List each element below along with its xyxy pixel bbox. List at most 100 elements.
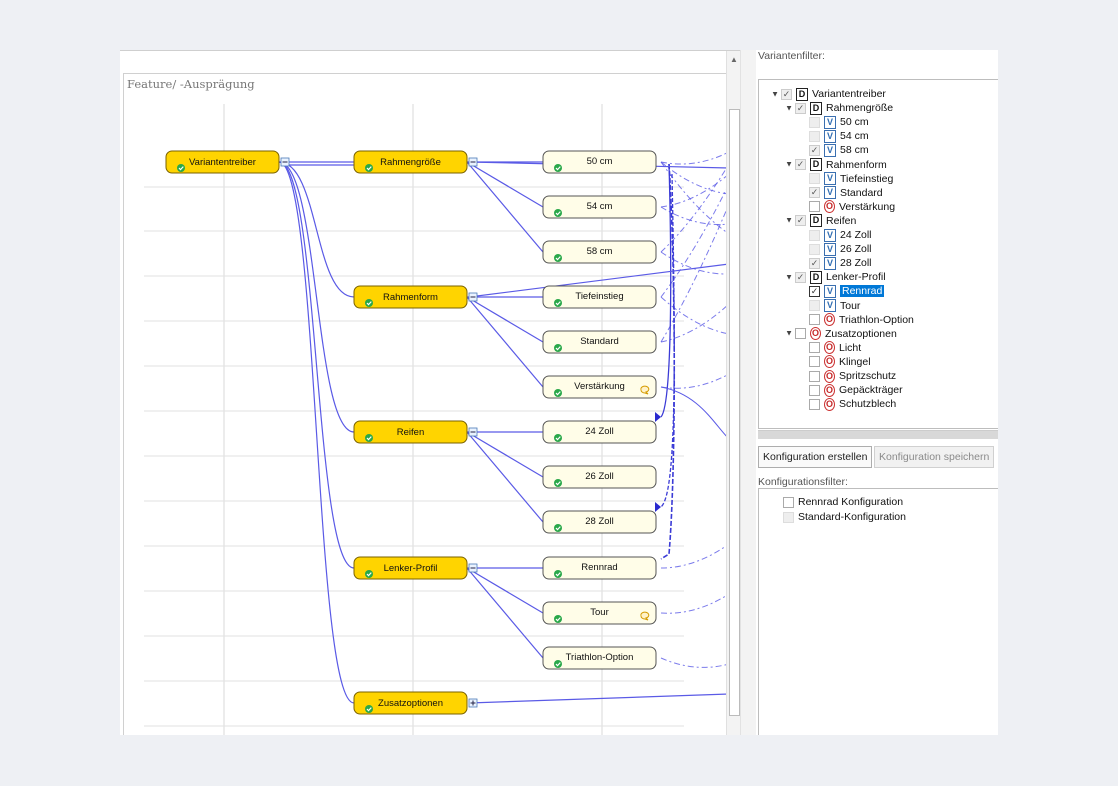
tree-checkbox[interactable]: ✓ bbox=[809, 285, 820, 297]
tree-checkbox[interactable] bbox=[809, 130, 820, 142]
tree-checkbox[interactable]: ✓ bbox=[795, 102, 806, 114]
create-configuration-button[interactable]: Konfiguration erstellen bbox=[758, 446, 873, 468]
driver-type-icon: D bbox=[810, 214, 822, 228]
tree-checkbox[interactable] bbox=[809, 314, 820, 326]
tree-checkbox[interactable]: ✓ bbox=[795, 271, 806, 283]
value-node-triathlon bbox=[542, 646, 657, 670]
tree-checkbox[interactable] bbox=[809, 342, 820, 354]
configuration-checkbox[interactable] bbox=[783, 511, 794, 523]
tree-item[interactable]: O Klingel bbox=[797, 355, 871, 369]
value-label-verstaerkung: Verstärkung bbox=[574, 381, 625, 392]
tree-checkbox[interactable]: ✓ bbox=[795, 159, 806, 170]
tree-item[interactable]: ▲✓ D Reifen bbox=[783, 214, 856, 228]
tree-checkbox[interactable] bbox=[809, 173, 820, 185]
tree-checkbox[interactable]: ✓ bbox=[809, 257, 820, 269]
constraint-edge bbox=[660, 303, 729, 343]
edge-standard bbox=[466, 296, 544, 343]
check-icon bbox=[365, 299, 373, 307]
tree-checkbox[interactable] bbox=[809, 243, 820, 255]
option-type-icon: O bbox=[824, 397, 835, 411]
option-type-icon: O bbox=[824, 355, 835, 369]
tree-checkbox[interactable] bbox=[809, 398, 820, 410]
scrollbar-thumb[interactable] bbox=[729, 109, 740, 716]
tree-item-label: Klingel bbox=[839, 355, 871, 368]
tree-item-label: 54 cm bbox=[840, 130, 869, 143]
edge-root-rahmenform bbox=[278, 161, 355, 298]
tree-checkbox[interactable] bbox=[809, 300, 820, 311]
check-mark bbox=[555, 256, 561, 261]
scroll-up-arrow-icon[interactable]: ▲ bbox=[730, 55, 738, 64]
tree-checkbox[interactable] bbox=[809, 356, 820, 368]
tree-checkbox[interactable] bbox=[809, 370, 820, 382]
check-mark bbox=[555, 166, 561, 171]
tree-horizontal-scrollbar[interactable] bbox=[758, 430, 998, 439]
tree-item-label: Standard bbox=[840, 186, 883, 199]
check-mark bbox=[555, 301, 561, 306]
tree-checkbox[interactable] bbox=[809, 384, 820, 396]
tree-checkbox[interactable] bbox=[809, 229, 820, 241]
configuration-item[interactable]: Rennrad Konfiguration bbox=[783, 495, 903, 509]
tree-item[interactable]: O Licht bbox=[797, 341, 861, 355]
save-configuration-button[interactable]: Konfiguration speichern bbox=[874, 446, 995, 468]
variant-type-icon: V bbox=[824, 143, 836, 157]
tree-expander-icon[interactable]: ▲ bbox=[785, 103, 793, 113]
diagram-vertical-scrollbar[interactable]: ▲ bbox=[726, 51, 741, 735]
check-icon bbox=[554, 344, 562, 352]
check-mark bbox=[366, 707, 372, 712]
check-mark bbox=[555, 526, 561, 531]
tree-checkbox[interactable] bbox=[809, 201, 820, 213]
tree-expander-icon[interactable]: ▲ bbox=[785, 272, 793, 282]
check-icon bbox=[554, 209, 562, 217]
tree-item-label: Licht bbox=[839, 341, 862, 354]
value-node-verstaerkung bbox=[542, 375, 657, 399]
constraint-edge-24zoll bbox=[660, 163, 672, 418]
tree-expander-icon[interactable]: ▲ bbox=[785, 216, 793, 226]
value-node-zoll24 bbox=[542, 420, 657, 444]
tree-expander-icon[interactable]: ▲ bbox=[785, 160, 793, 169]
value-node-standard bbox=[542, 330, 657, 354]
configuration-item[interactable]: Standard-Konfiguration bbox=[783, 510, 906, 524]
tree-expander-icon[interactable]: ▲ bbox=[785, 329, 793, 339]
tree-checkbox[interactable]: ✓ bbox=[809, 144, 820, 156]
comment-icon bbox=[640, 385, 650, 395]
edge-zoll26 bbox=[466, 431, 544, 478]
tree-checkbox[interactable] bbox=[795, 328, 806, 340]
tree-expander-icon[interactable]: ▲ bbox=[771, 89, 779, 99]
value-node-zoll28 bbox=[542, 510, 657, 534]
check-icon bbox=[554, 615, 562, 623]
tree-item-label: 50 cm bbox=[840, 116, 869, 129]
tree-checkbox[interactable]: ✓ bbox=[809, 187, 820, 199]
tree-item-label: Reifen bbox=[826, 214, 857, 227]
check-icon bbox=[554, 434, 562, 442]
tree-checkbox[interactable] bbox=[809, 116, 820, 128]
configuration-checkbox[interactable] bbox=[783, 496, 794, 508]
option-type-icon: O bbox=[824, 341, 835, 355]
tree-checkbox[interactable]: ✓ bbox=[781, 88, 792, 100]
tree-checkbox[interactable]: ✓ bbox=[795, 215, 806, 227]
